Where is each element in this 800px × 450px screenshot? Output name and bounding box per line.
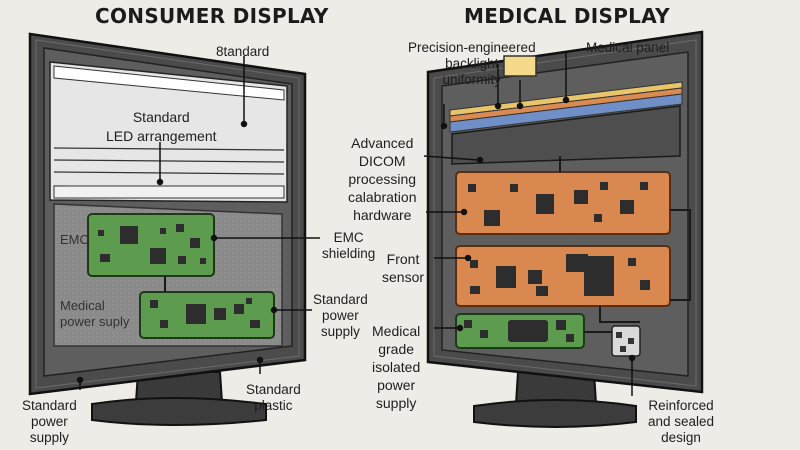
medical-processing-board (455, 171, 671, 235)
consumer-stand-base (91, 397, 267, 426)
label-emc-inner: EMC (60, 232, 89, 247)
medical-monitor (426, 30, 704, 428)
medical-isolated-psu-board (455, 313, 585, 349)
medical-sealed-connector (611, 325, 641, 357)
consumer-display-title: CONSUMER DISPLAY (95, 4, 329, 28)
consumer-power-board (139, 291, 275, 339)
label-isolated-power-supply: Medical grade isolated power supply (372, 323, 421, 411)
label-medical-panel: Medical panel (586, 40, 670, 55)
backlight-sensor-marker (503, 55, 537, 77)
medical-panel-block (451, 105, 681, 165)
label-standard-top: 8tandard (216, 44, 270, 59)
label-standard-power-supply-bottom: Standard power supply (22, 398, 77, 445)
medical-sensor-board (455, 245, 671, 307)
consumer-leader-lines (76, 56, 320, 390)
label-dicom-hardware: Advanced DICOM processing calabration ha… (348, 135, 417, 223)
consumer-main-board (87, 213, 215, 277)
medical-display-title: MEDICAL DISPLAY (464, 4, 670, 28)
consumer-led-panel (49, 61, 288, 203)
label-emc-shielding: EMC shielding (322, 230, 376, 261)
label-standard-plastic: Standard plastic (246, 382, 301, 413)
label-precision-backlight: Precision-engineered backlight uniformit… (408, 40, 536, 87)
medical-leader-lines (423, 52, 636, 396)
medical-stand-base (473, 399, 637, 428)
label-medical-power-supply-inner: Medical power suply (60, 298, 130, 329)
label-reinforced-sealed: Reinforced and sealed design (648, 398, 715, 445)
consumer-monitor (28, 32, 307, 426)
label-front-sensor: Front sensor (382, 251, 425, 285)
label-standard-led-arrangement: Standard LED arrangement (106, 109, 217, 144)
label-standard-power-supply-right: Standard power supply (313, 292, 368, 339)
